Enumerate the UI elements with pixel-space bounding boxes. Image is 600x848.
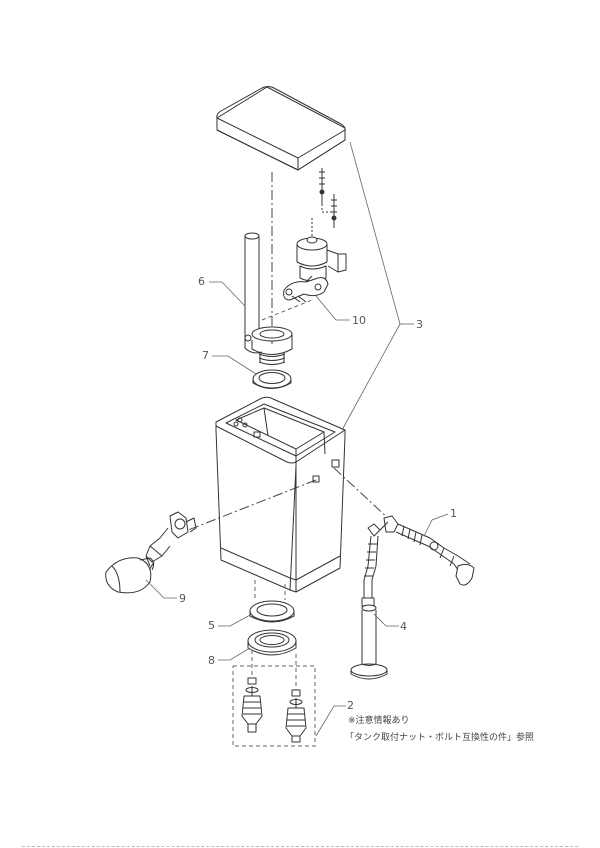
caution-note-reference: 「タンク取付ナット・ボルト互換性の件」参照	[345, 733, 535, 743]
stop-valve-handle	[380, 516, 474, 585]
flush-valve-assembly	[284, 168, 346, 302]
label-part-2: 2	[347, 699, 354, 712]
leader-lines	[146, 142, 448, 736]
tank-body	[216, 397, 345, 592]
page-bottom-border	[22, 846, 578, 847]
label-part-7: 7	[202, 349, 209, 362]
label-part-1: 1	[450, 507, 457, 520]
gasket-5	[250, 601, 294, 622]
fill-valve-assembly	[106, 512, 196, 593]
caution-note-title: ※注意情報あり	[348, 716, 410, 726]
label-part-8: 8	[208, 654, 215, 667]
label-part-4: 4	[400, 620, 407, 633]
gasket-8	[248, 630, 296, 655]
supply-hose	[351, 524, 387, 679]
label-part-9: 9	[179, 592, 186, 605]
tank-lid	[217, 87, 345, 171]
tank-bolt-left	[242, 678, 262, 732]
overflow-pipe	[245, 233, 292, 365]
packing-ring-7	[253, 370, 291, 389]
label-part-3: 3	[416, 318, 423, 331]
bolt-set-box	[233, 666, 315, 746]
label-part-6: 6	[198, 275, 205, 288]
label-part-5: 5	[208, 619, 215, 632]
label-part-10: 10	[352, 314, 366, 327]
tank-bolt-right	[286, 690, 306, 742]
